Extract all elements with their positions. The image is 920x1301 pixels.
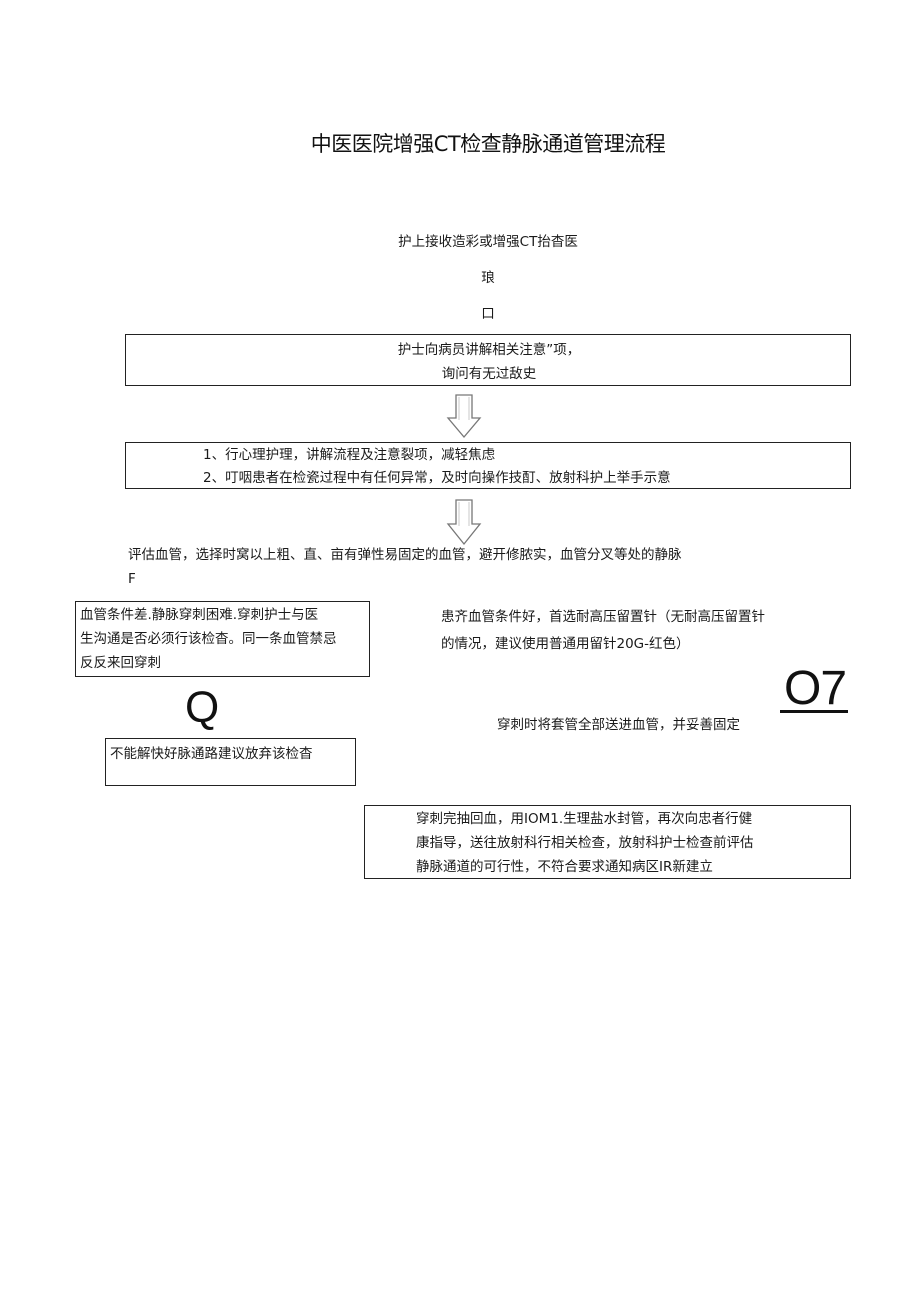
assess-vessel-text-line2: F [128, 571, 136, 587]
o7-underline [780, 710, 848, 713]
step-receive-order-line3: 口 [481, 306, 495, 322]
flush-line1: 穿刺完抽回血，用IOM1.生理盐水封管，再次向忠者行健 [416, 811, 753, 827]
o7-glyph: O7 [784, 662, 847, 715]
box-explain-line1: 护士向病员讲解相关注意”项， [397, 342, 581, 358]
good-vessel-text: 患齐血管条件好，首选耐高压留置针（无耐高压留置针 [441, 609, 765, 625]
box-psychological-care: 1、行心理护理，讲解流程及注意裂项，减轻焦虑 2、叮咽患者在检瓷过程中有任何异常… [125, 442, 851, 489]
q-glyph: Q [185, 683, 220, 732]
down-arrow-icon [446, 394, 482, 439]
box-abandon-exam: 不能解快好脉通路建议放弃该检杳 [105, 738, 356, 786]
insert-cannula-text: 穿刺时将套管全部送进血管，并妥善固定 [497, 717, 740, 733]
flush-line3: 静脉通道的可行性，不符合要求通知病区IR新建立 [416, 859, 713, 875]
box-poor-vessel: 血管条件差.静脉穿刺困难.穿刺护士与医 生沟通是否必须行该检杳。同一条血管禁忌 … [75, 601, 370, 677]
poor-vessel-line3: 反反来回穿刺 [80, 655, 161, 671]
box-explain-line2: 询问有无过敌史 [441, 366, 537, 382]
poor-vessel-line2: 生沟通是否必须行该检杳。同一条血管禁忌 [80, 631, 337, 647]
step-receive-order-line2: 琅 [481, 270, 495, 286]
poor-vessel-line1: 血管条件差.静脉穿刺困难.穿刺护士与医 [80, 607, 319, 623]
good-vessel-text-line2: 的情况，建议使用普通用留针20G-红色） [441, 636, 690, 652]
assess-vessel-text: 评估血管，选择时窝以上粗、直、亩有弹性易固定的血管，避开修脓实，血管分叉等处的静… [128, 547, 682, 563]
step-receive-order: 护上接收造彩或增强CT抬杳医 [398, 234, 578, 250]
box-care-line2: 2、叮咽患者在检瓷过程中有任何异常，及时向操作技酊、放射科护上举手示意 [203, 470, 671, 486]
flush-line2: 康指导，送往放射科行相关检查，放射科护士检查前评估 [416, 835, 754, 851]
box-explain-precautions: 护士向病员讲解相关注意”项， 询问有无过敌史 [125, 334, 851, 386]
page-title: 中医医院增强CT检查静脉通道管理流程 [310, 132, 666, 156]
box-flush-and-transfer: 穿刺完抽回血，用IOM1.生理盐水封管，再次向忠者行健 康指导，送往放射科行相关… [364, 805, 851, 879]
down-arrow-icon [446, 499, 482, 546]
abandon-exam-text: 不能解快好脉通路建议放弃该检杳 [110, 746, 313, 762]
box-care-line1: 1、行心理护理，讲解流程及注意裂项，减轻焦虑 [203, 447, 496, 463]
